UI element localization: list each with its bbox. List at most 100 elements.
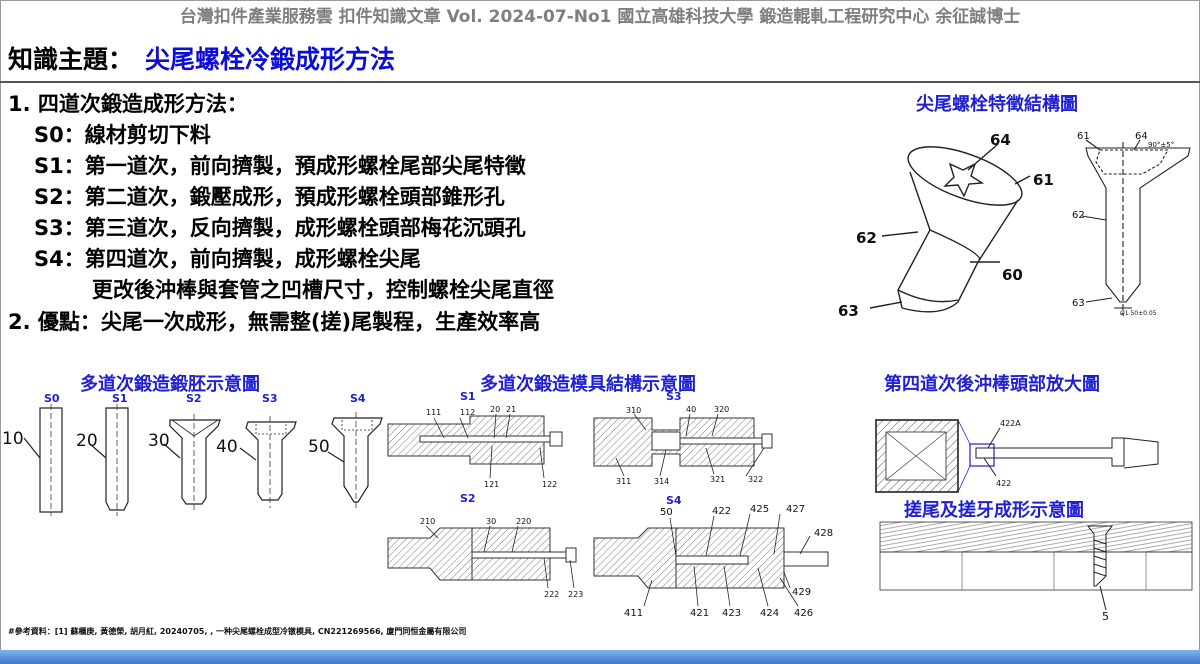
torx-recess: [943, 162, 985, 198]
die-n423: 423: [722, 608, 741, 619]
die-n320: 320: [714, 405, 729, 414]
die-s3: S3: [666, 390, 682, 403]
step-code: S1: [34, 154, 64, 178]
blank-s4: S4: [350, 392, 366, 405]
heading-advantage: 2. 優點：尖尾一次成形，無需整(搓)尾製程，生產效率高: [8, 310, 541, 334]
die-n411: 411: [624, 608, 643, 619]
step-code: S0: [34, 123, 64, 147]
step-text: ：第三道次，反向擠製，成形螺栓頭部梅花沉頭孔: [63, 216, 526, 240]
blank-drawing: S0 S1 S2 S3 S4 10 20 30 40 50: [2, 392, 383, 516]
blank-s3-shape: [245, 421, 297, 501]
topic-row: 知識主題： 尖尾螺栓冷鍛成形方法: [8, 40, 395, 80]
die-n220: 220: [516, 517, 531, 526]
topic-divider: [0, 81, 1200, 83]
die-n311: 311: [616, 477, 631, 486]
step-s2: S2：第二道次，鍛壓成形，預成形螺栓頭部錐形孔: [34, 183, 505, 211]
blank-n10: 10: [2, 429, 24, 449]
topic-label: 知識主題：: [8, 45, 134, 74]
label-63: 63: [838, 302, 859, 320]
step-text: ：第四道次，前向擠製，成形螺栓尖尾: [63, 247, 421, 271]
blank-s3: S3: [262, 392, 278, 405]
die-n112: 112: [460, 408, 475, 417]
roll-n5: 5: [1102, 610, 1109, 623]
die-n429: 429: [792, 587, 811, 598]
die-n21: 21: [506, 405, 516, 414]
step-s4-extra: 更改後沖棒與套管之凹槽尺寸，控制螺栓尖尾直徑: [92, 278, 554, 302]
step-text: ：第一道次，前向擠製，預成形螺栓尾部尖尾特徵: [63, 154, 526, 178]
header-bar: 台灣扣件產業服務雲 扣件知識文章 Vol. 2024-07-No1 國立高雄科技…: [179, 7, 1021, 27]
blank-s1-shape: [105, 407, 129, 511]
roll-drawing: 5: [879, 521, 1193, 623]
blank-s2: S2: [186, 392, 202, 405]
die-n428: 428: [814, 528, 833, 539]
reference-note: #參考資料：[1] 蘇櫃庚, 黃德榮, 胡月紅, 20240705, , 一种尖…: [8, 627, 467, 636]
label-60: 60: [1002, 266, 1023, 284]
die-n210: 210: [420, 517, 435, 526]
blank-s0: S0: [44, 392, 60, 405]
die-n424: 424: [760, 608, 779, 619]
die-n422: 422: [712, 506, 731, 517]
punch-n422: 422: [996, 479, 1011, 488]
sec-label-63: 63: [1072, 298, 1085, 309]
label-61: 61: [1033, 171, 1054, 189]
step-s0: S0：線材剪切下料: [34, 121, 211, 149]
feature-drawing: 64 61 62 60 63 61 64 90°±5° 62 63 Ø1.50±…: [838, 131, 1191, 320]
roll-lower-die: [879, 551, 1193, 591]
punch-n422a: 422A: [1000, 419, 1021, 428]
bolt-head-ellipse: [907, 146, 1023, 206]
die-n421: 421: [690, 608, 709, 619]
die-n426: 426: [794, 608, 813, 619]
sec-label-62: 62: [1072, 210, 1085, 221]
blank-s2-shape: [169, 419, 221, 505]
blank-s1: S1: [112, 392, 128, 405]
topic-title: 尖尾螺栓冷鍛成形方法: [145, 45, 396, 74]
step-code: S2: [34, 185, 64, 209]
step-code: S4: [34, 247, 64, 271]
roll-upper-die: [879, 521, 1193, 553]
bottom-bar: [0, 650, 1200, 664]
heading-method: 1. 四道次鍛造成形方法：: [8, 92, 248, 116]
die-n121: 121: [484, 480, 499, 489]
die-n40: 40: [686, 405, 696, 414]
angle-label: 90°±5°: [1148, 141, 1174, 149]
blank-n30: 30: [148, 431, 170, 451]
caption-die: 多道次鍛造模具結構示意圖: [480, 374, 696, 395]
die-s2-body: [387, 527, 473, 581]
section-outline: [1085, 147, 1191, 303]
caption-roll: 搓尾及搓牙成形示意圖: [904, 500, 1084, 521]
die-n111: 111: [426, 408, 441, 417]
die-n314: 314: [654, 477, 669, 486]
die-n20: 20: [490, 405, 500, 414]
die-n30: 30: [486, 517, 496, 526]
step-s3: S3：第三道次，反向擠製，成形螺栓頭部梅花沉頭孔: [34, 214, 526, 242]
blank-n20: 20: [76, 431, 98, 451]
blank-n50: 50: [308, 437, 330, 457]
die-n223: 223: [568, 590, 583, 599]
label-62: 62: [856, 229, 877, 247]
bolt-right-edge: [901, 199, 1019, 313]
punch-detail-box: [969, 443, 995, 467]
step-s1: S1：第一道次，前向擠製，預成形螺栓尾部尖尾特徵: [34, 152, 526, 180]
punch-drawing: 422A 422: [875, 419, 1159, 493]
step-s4: S4：第四道次，前向擠製，成形螺栓尖尾: [34, 245, 421, 273]
die-s2: S2: [460, 492, 476, 505]
label-64: 64: [990, 131, 1011, 149]
blank-n40: 40: [216, 437, 238, 457]
step-text: ：線材剪切下料: [63, 123, 211, 147]
step-text: ：第二道次，鍛壓成形，預成形螺栓頭部錐形孔: [63, 185, 505, 209]
die-n425: 425: [750, 504, 769, 515]
die-n427: 427: [786, 504, 805, 515]
section-recess: [1095, 149, 1169, 175]
die-n50: 50: [660, 507, 673, 518]
die-n222: 222: [544, 590, 559, 599]
die-s4-body: [593, 527, 677, 589]
die-n122: 122: [542, 480, 557, 489]
blank-s4-shape: [331, 417, 383, 503]
die-n321: 321: [710, 475, 725, 484]
dia-label: Ø1.50±0.05: [1120, 310, 1157, 317]
step-code: S3: [34, 216, 64, 240]
caption-feature: 尖尾螺栓特徵結構圖: [916, 94, 1078, 115]
roll-bolt: [1087, 525, 1113, 587]
sec-label-64: 64: [1135, 131, 1148, 142]
bolt-left-edge: [897, 171, 931, 309]
